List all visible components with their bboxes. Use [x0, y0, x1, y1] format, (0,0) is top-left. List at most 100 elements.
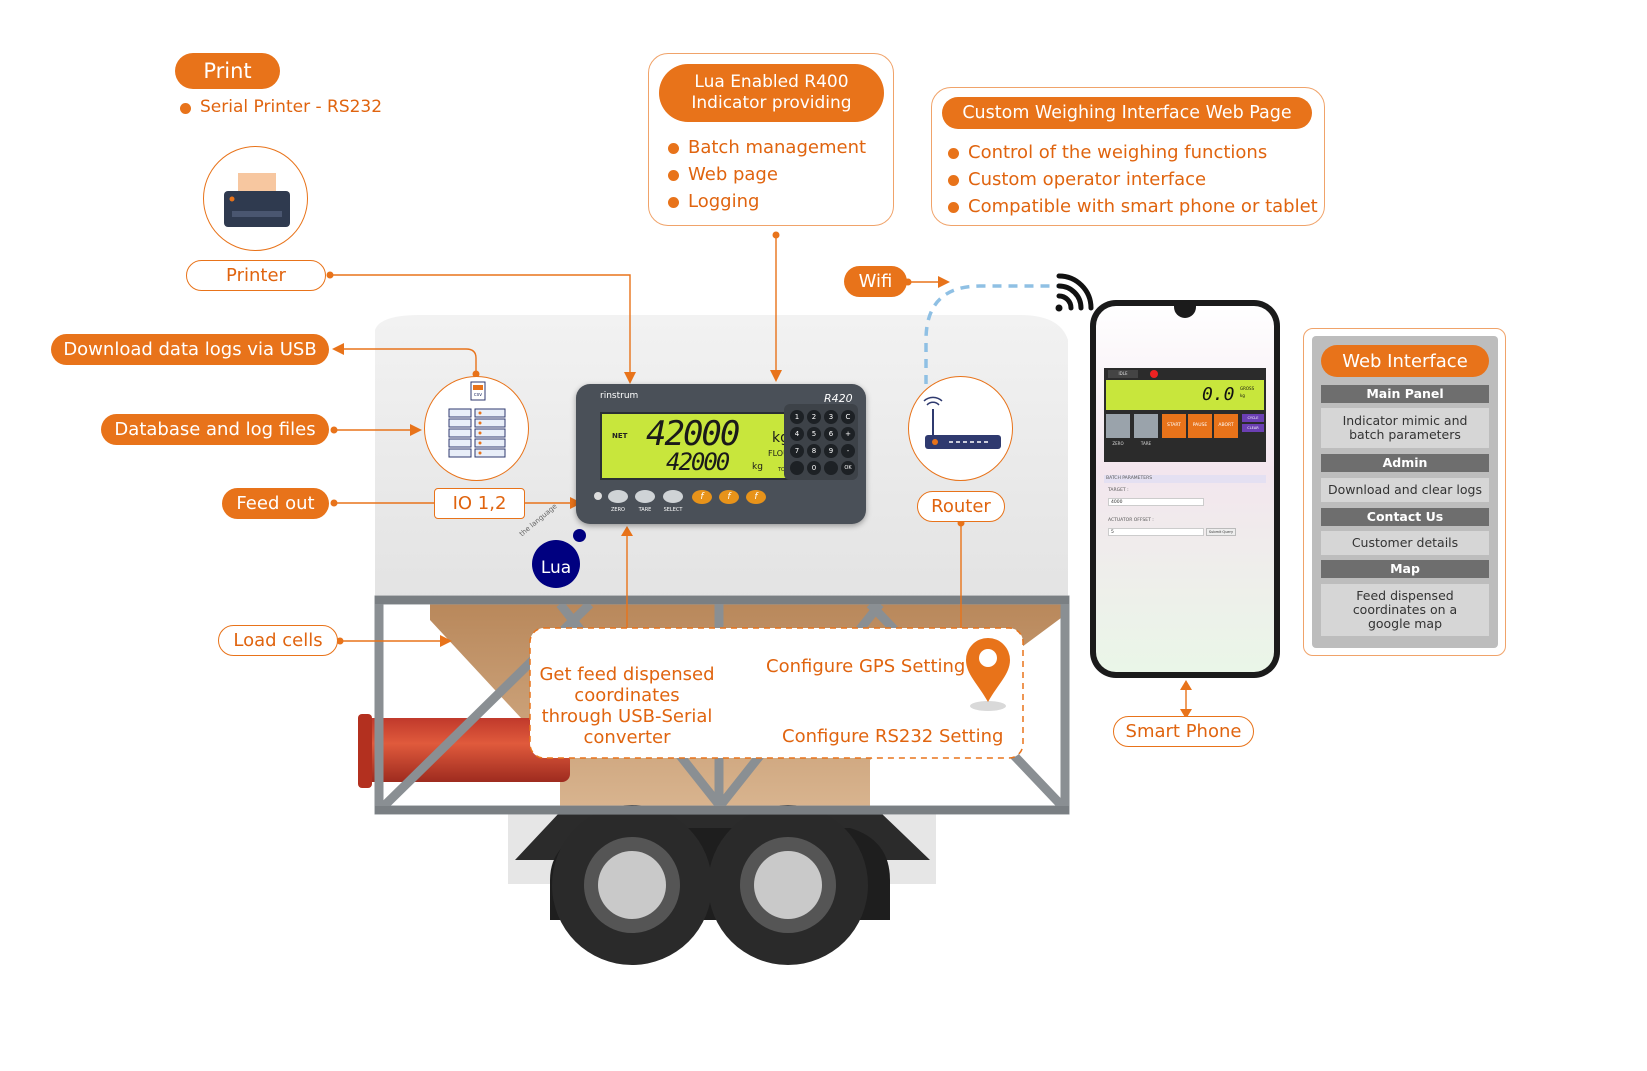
workflow-box	[529, 627, 1024, 759]
key[interactable]: 1	[790, 410, 804, 424]
web-interface-title: Web Interface	[1321, 345, 1489, 377]
phone-app-panel: IDLE 0.0 GROSS kg ZERO TARE START PAUSE …	[1104, 368, 1266, 462]
phone-start-button[interactable]: START	[1162, 414, 1186, 438]
printer-label: Printer	[186, 260, 326, 291]
database-circle: csv	[424, 376, 529, 481]
phone-section-bar: BATCH PARAMETERS	[1104, 475, 1266, 483]
wi-map-desc: Feed dispensed coordinates on a google m…	[1321, 584, 1489, 636]
phone-target-input[interactable]: 4000	[1108, 498, 1204, 506]
phone-offset-input[interactable]: 5	[1108, 528, 1204, 536]
get-feed-text: Get feed dispensed coordinates through U…	[539, 664, 715, 748]
router-circle	[908, 376, 1013, 481]
key[interactable]: 5	[807, 427, 821, 441]
web-page-box-item: Compatible with smart phone or tablet	[946, 193, 1318, 220]
wi-admin-desc: Download and clear logs	[1321, 478, 1489, 502]
lcd-main-value: 42000	[646, 414, 740, 454]
phone-target-label: TARGET :	[1108, 488, 1129, 493]
wi-map[interactable]: Map	[1321, 560, 1489, 578]
rs232-setting-text: Configure RS232 Setting	[782, 726, 1004, 747]
key[interactable]: 8	[807, 444, 821, 458]
key[interactable]: -	[841, 444, 855, 458]
wifi-icon	[1055, 273, 1094, 312]
lua-box-item: Web page	[666, 161, 866, 188]
phone-tare-label: TARE	[1140, 441, 1152, 446]
phone-cycle-button[interactable]: CYCLE	[1242, 414, 1264, 422]
web-page-box-item: Control of the weighing functions	[946, 139, 1318, 166]
key[interactable]: 6	[824, 427, 838, 441]
key[interactable]	[824, 461, 838, 475]
phone-screen: IDLE 0.0 GROSS kg ZERO TARE START PAUSE …	[1096, 306, 1274, 672]
download-logs-label: Download data logs via USB	[51, 334, 329, 365]
fn-button[interactable]: f	[746, 490, 766, 504]
lua-box-title: Lua Enabled R400 Indicator providing	[659, 64, 884, 122]
lua-logo-moon	[573, 529, 586, 542]
zero-button[interactable]	[608, 490, 628, 503]
lua-box-item: Logging	[666, 188, 866, 215]
phone-lcd-value: 0.0	[1202, 384, 1235, 405]
phone-lcd-unit: kg	[1240, 393, 1245, 398]
key[interactable]	[790, 461, 804, 475]
phone-lcd: 0.0 GROSS kg	[1106, 380, 1264, 410]
select-label: SELECT	[663, 507, 683, 513]
smart-phone: IDLE 0.0 GROSS kg ZERO TARE START PAUSE …	[1090, 300, 1280, 678]
lua-box-list: Batch management Web page Logging	[666, 134, 866, 215]
smart-phone-label: Smart Phone	[1113, 716, 1254, 747]
web-page-box-item: Custom operator interface	[946, 166, 1318, 193]
power-led	[594, 492, 602, 500]
key[interactable]: 0	[807, 461, 821, 475]
phone-abort-button[interactable]: ABORT	[1214, 414, 1238, 438]
key[interactable]: C	[841, 410, 855, 424]
tare-button[interactable]	[635, 490, 655, 503]
wheels	[550, 805, 890, 965]
r420-indicator: rinstrum R420 NET 42000 kg 42000 kg FLOU…	[576, 384, 866, 524]
router-label: Router	[917, 491, 1005, 522]
phone-zero-label: ZERO	[1112, 441, 1124, 446]
wifi-label: Wifi	[844, 266, 907, 297]
tare-label: TARE	[638, 507, 652, 513]
server-icon	[448, 381, 506, 458]
phone-notch	[1174, 306, 1196, 318]
print-title: Print	[175, 53, 280, 89]
phone-tare-button[interactable]	[1134, 414, 1158, 438]
wi-admin[interactable]: Admin	[1321, 454, 1489, 472]
key[interactable]: +	[841, 427, 855, 441]
printer-icon	[224, 173, 290, 227]
lua-box-item: Batch management	[666, 134, 866, 161]
io-label: IO 1,2	[434, 488, 525, 519]
zero-label: ZERO	[611, 507, 625, 513]
key[interactable]: 4	[790, 427, 804, 441]
key[interactable]: 2	[807, 410, 821, 424]
web-page-box-title: Custom Weighing Interface Web Page	[942, 97, 1312, 129]
phone-submit-button[interactable]: Submit Query	[1206, 528, 1236, 536]
database-label: Database and log files	[101, 414, 329, 445]
phone-tab[interactable]: IDLE	[1108, 370, 1138, 378]
lcd-sub-unit: kg	[752, 462, 763, 472]
gps-setting-text: Configure GPS Setting	[766, 656, 966, 677]
indicator-model: R420	[824, 392, 853, 405]
wi-main-panel-desc: Indicator mimic and batch parameters	[1321, 408, 1489, 448]
wi-main-panel[interactable]: Main Panel	[1321, 385, 1489, 403]
lcd-tot: TOT	[778, 467, 788, 473]
select-button[interactable]	[663, 490, 683, 503]
gps-pin-icon	[966, 638, 1010, 711]
key[interactable]: 3	[824, 410, 838, 424]
feed-out-label: Feed out	[222, 488, 329, 519]
indicator-lcd: NET 42000 kg 42000 kg FLOUP TOT	[600, 412, 800, 480]
router-icon	[923, 396, 1001, 449]
feed-out-tube	[360, 718, 570, 782]
key[interactable]: 9	[824, 444, 838, 458]
key[interactable]: 7	[790, 444, 804, 458]
fn-button[interactable]: f	[692, 490, 712, 504]
lua-logo-text: Lua	[540, 558, 572, 578]
wi-contact-us[interactable]: Contact Us	[1321, 508, 1489, 526]
indicator-brand: rinstrum	[600, 391, 639, 401]
printer-circle	[203, 146, 308, 251]
phone-zero-button[interactable]	[1106, 414, 1130, 438]
phone-clear-button[interactable]: CLEAR	[1242, 424, 1264, 432]
phone-pause-button[interactable]: PAUSE	[1188, 414, 1212, 438]
fn-button[interactable]: f	[719, 490, 739, 504]
indicator-keypad: 1 2 3 C 4 5 6 + 7 8 9 - 0 OK	[784, 404, 858, 480]
key[interactable]: OK	[841, 461, 855, 475]
print-item: Serial Printer - RS232	[178, 94, 382, 121]
